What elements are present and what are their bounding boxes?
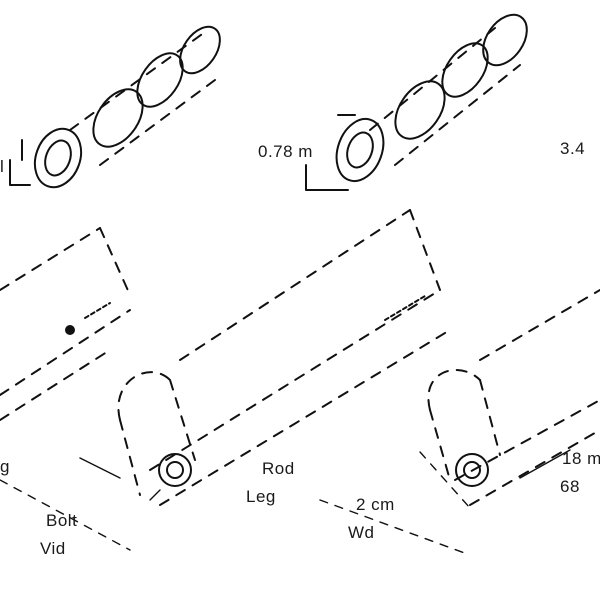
label-dim-right-top: 2 cm [356,495,395,514]
label-dim-left-bottom: Vid [40,539,66,558]
label-top-left: l [0,157,5,176]
label-dim-right-bottom: Wd [348,523,375,542]
label-top-right: 3.4 [560,139,586,158]
label-top-middle: 0.78 m [258,142,313,161]
label-dim-left-top: Bolt [46,511,78,530]
label-shelf-left-bottom: g [0,457,10,476]
label-dim-mid-bottom: Leg [246,487,276,506]
rail-bar-right [427,289,600,506]
rail-bar-main [117,209,451,506]
label-far-right-top: 18 m [562,449,600,468]
label-dim-mid-top: Rod [262,459,295,478]
bolt-part-left [9,25,221,189]
shelf-panel-left [0,227,131,421]
label-far-right-bottom: 68 [560,477,580,496]
dimension-lines [0,449,571,556]
bolt-part-middle [305,13,528,191]
